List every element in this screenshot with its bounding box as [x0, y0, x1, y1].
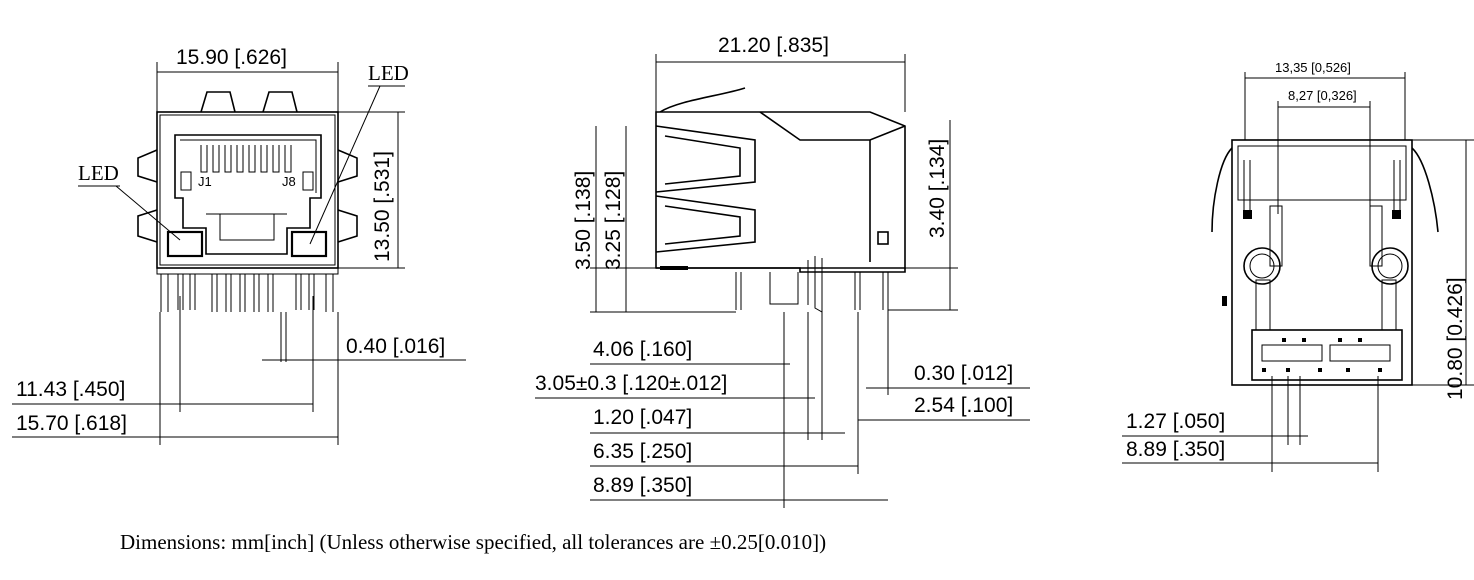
j8-label: J8	[282, 174, 296, 189]
side-dim-h-label: 8.89 [.350]	[593, 474, 692, 497]
side-dim-b-label: 3.25 [.128]	[602, 171, 625, 270]
bottom-inner-label: 8,27 [0,326]	[1288, 88, 1357, 103]
side-dim-c-label: 3.40 [.134]	[926, 139, 949, 238]
front-view: 15.90 [.626] J1 J8	[12, 46, 466, 445]
dimensions-note: Dimensions: mm[inch] (Unless otherwise s…	[120, 530, 827, 554]
side-length-label: 21.20 [.835]	[718, 34, 829, 57]
bottom-view: 13,35 [0,526] 8,27 [0,326]	[1122, 60, 1474, 472]
led-left-label: LED	[78, 161, 119, 185]
side-dim-j-label: 2.54 [.100]	[914, 394, 1013, 417]
front-height-label: 13.50 [.531]	[371, 151, 394, 262]
front-width-label: 15.90 [.626]	[176, 46, 287, 69]
side-dim-g-label: 6.35 [.250]	[593, 440, 692, 463]
side-dim-i-label: 0.30 [.012]	[914, 362, 1013, 385]
side-dim-a-label: 3.50 [.138]	[572, 171, 595, 270]
side-dim-f-label: 1.20 [.047]	[593, 406, 692, 429]
bottom-height-label: 10.80 [0.426]	[1444, 277, 1467, 400]
bottom-span-label: 8.89 [.350]	[1126, 438, 1225, 461]
j1-label: J1	[198, 174, 212, 189]
side-dim-e-label: 3.05±0.3 [.120±.012]	[535, 372, 727, 395]
side-dim-d-label: 4.06 [.160]	[593, 338, 692, 361]
pin-width-label: 0.40 [.016]	[346, 335, 445, 358]
bottom-width-label: 13,35 [0,526]	[1275, 60, 1351, 75]
bottom-pitch-label: 1.27 [.050]	[1126, 410, 1225, 433]
post-span-label: 15.70 [.618]	[16, 412, 127, 435]
pin-span-label: 11.43 [.450]	[16, 378, 125, 401]
side-view: 21.20 [.835] 3.50 [.138] 3.25 [.128]	[535, 34, 1030, 508]
led-top-label: LED	[368, 61, 409, 85]
